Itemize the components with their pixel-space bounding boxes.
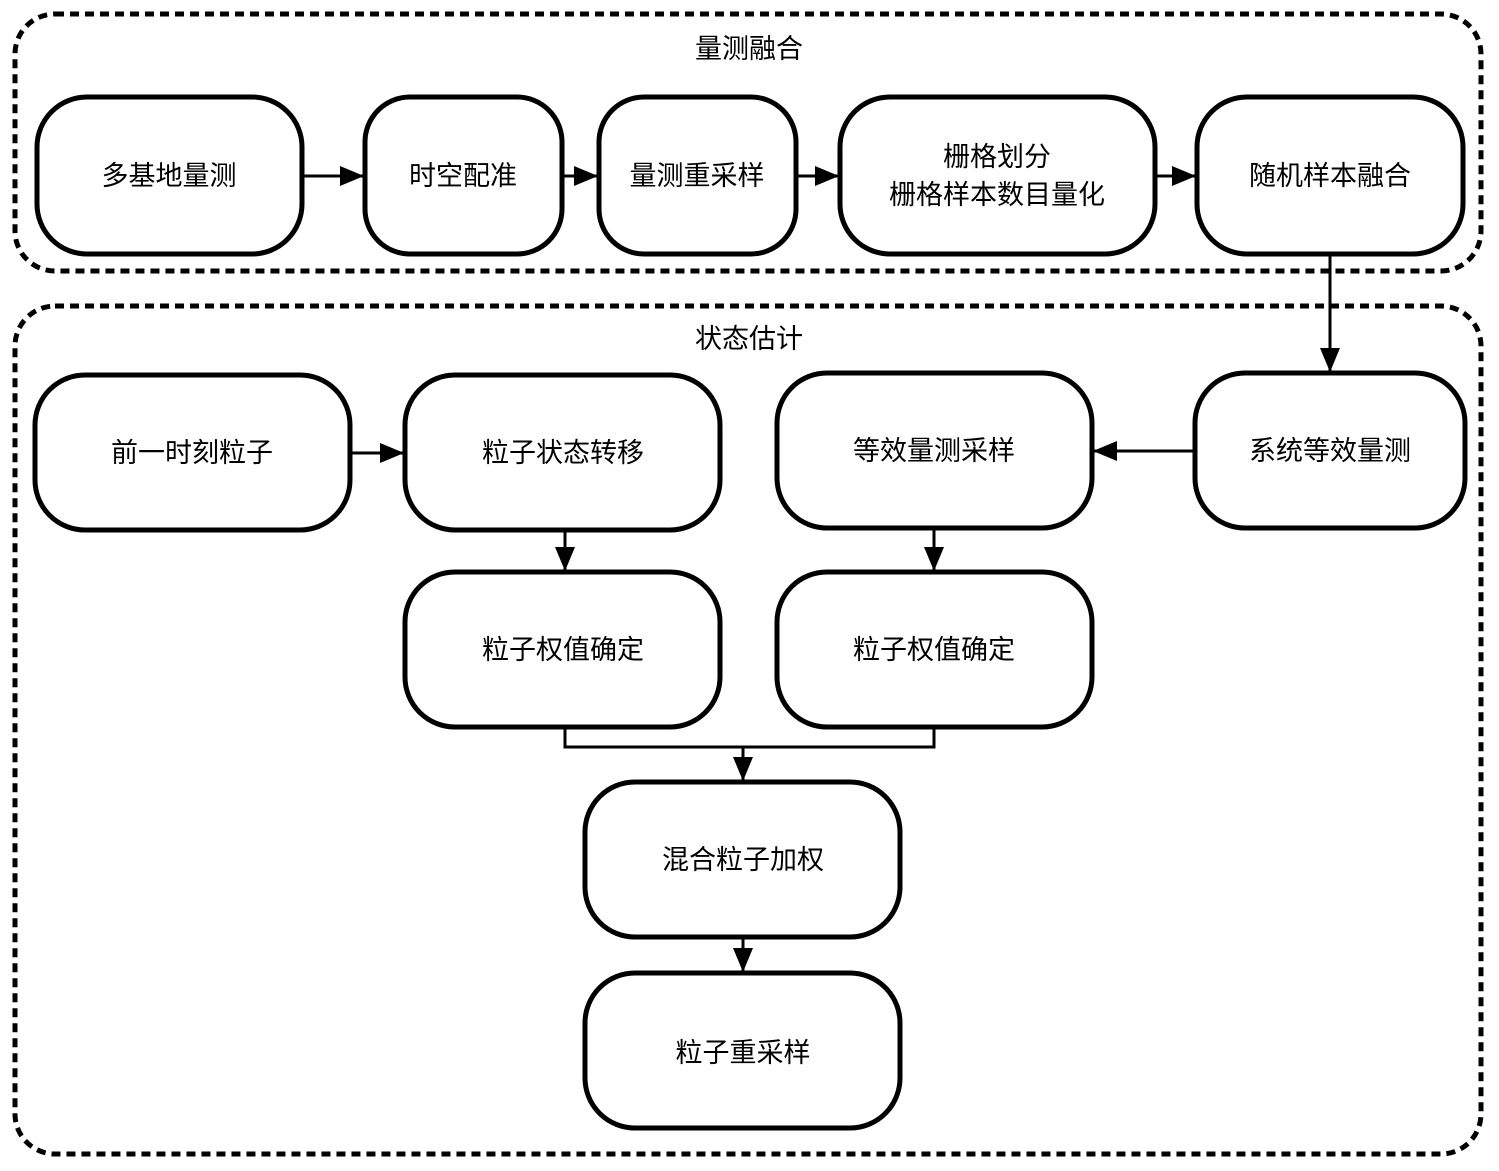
- node-grid-label-line1: 栅格划分: [943, 142, 1051, 173]
- node-multi-base-label: 多基地量测: [102, 161, 237, 192]
- node-equiv-sampling-label: 等效量测采样: [853, 436, 1015, 467]
- node-meas-resample-label: 量测重采样: [630, 161, 765, 192]
- node-prev-particles[interactable]: 前一时刻粒子: [32, 372, 353, 533]
- node-random-fusion[interactable]: 随机样本融合: [1194, 94, 1466, 257]
- node-multi-base[interactable]: 多基地量测: [34, 94, 305, 257]
- node-weight-left-label: 粒子权值确定: [482, 635, 644, 666]
- node-weight-right[interactable]: 粒子权值确定: [774, 569, 1095, 730]
- estimation-group-title: 状态估计: [695, 324, 803, 355]
- node-state-transition-label: 粒子状态转移: [482, 438, 644, 469]
- fusion-group-title: 量测融合: [695, 34, 803, 65]
- node-mix-weight[interactable]: 混合粒子加权: [582, 779, 903, 940]
- estimation-group-frame: [12, 303, 1484, 1157]
- node-state-transition[interactable]: 粒子状态转移: [402, 372, 723, 533]
- node-random-fusion-label: 随机样本融合: [1249, 161, 1411, 192]
- node-weight-left[interactable]: 粒子权值确定: [402, 569, 723, 730]
- node-system-equiv-label: 系统等效量测: [1249, 436, 1411, 467]
- node-meas-resample[interactable]: 量测重采样: [596, 94, 799, 257]
- node-equiv-sampling[interactable]: 等效量测采样: [774, 370, 1095, 531]
- node-system-equiv[interactable]: 系统等效量测: [1192, 370, 1468, 531]
- node-particle-resample-label: 粒子重采样: [676, 1038, 811, 1069]
- node-mix-weight-label: 混合粒子加权: [662, 845, 824, 876]
- node-particle-resample[interactable]: 粒子重采样: [582, 970, 903, 1131]
- edge-weights-merge: [563, 727, 936, 749]
- node-grid-label-line2: 栅格样本数目量化: [889, 180, 1105, 211]
- node-registration-label: 时空配准: [409, 161, 517, 192]
- node-registration[interactable]: 时空配准: [362, 94, 565, 257]
- node-grid[interactable]: 栅格划分 栅格样本数目量化: [837, 94, 1158, 257]
- node-weight-right-label: 粒子权值确定: [853, 635, 1015, 666]
- fusion-group-frame: [12, 11, 1484, 274]
- node-prev-particles-label: 前一时刻粒子: [111, 438, 273, 469]
